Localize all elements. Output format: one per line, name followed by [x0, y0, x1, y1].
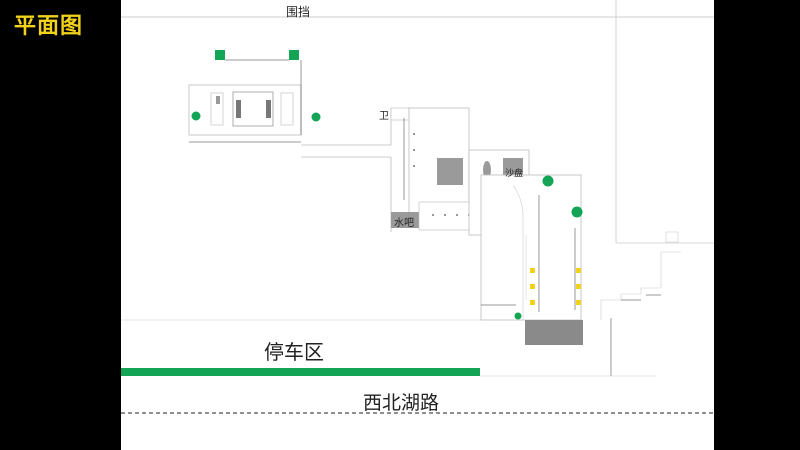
fence-label: 围挡	[286, 5, 311, 19]
oval-table	[483, 161, 491, 179]
sand-table-label: 沙盘	[505, 169, 524, 179]
toilet-room	[390, 107, 410, 121]
page-title: 平面图	[14, 14, 84, 39]
parking-label: 停车区	[264, 340, 324, 364]
toilet-label: 卫	[379, 111, 389, 122]
right-long-room	[480, 174, 582, 321]
water-bar-block	[391, 212, 419, 228]
green-strip	[121, 368, 480, 376]
floor-plan-canvas: 围挡 卫 水吧 沙盘 停车区 西北湖路	[121, 0, 714, 450]
green-dot	[311, 112, 321, 122]
green-dot	[514, 312, 522, 320]
green-marker	[215, 50, 225, 60]
floor-plan-drawing	[121, 0, 714, 414]
green-dot	[191, 111, 201, 121]
gray-block	[437, 158, 463, 185]
green-marker	[289, 50, 299, 60]
hall-side-room-right	[280, 92, 294, 126]
gray-hatched-block	[525, 320, 583, 345]
green-dot	[571, 206, 583, 218]
green-dot	[542, 175, 554, 187]
road-label: 西北湖路	[363, 392, 440, 414]
water-bar-label: 水吧	[394, 218, 414, 229]
